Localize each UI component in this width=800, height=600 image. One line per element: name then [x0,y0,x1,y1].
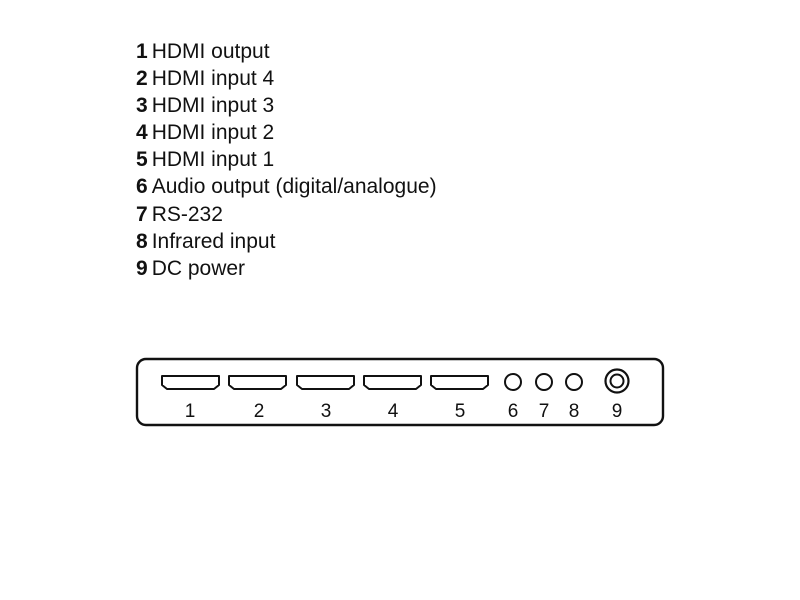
legend-number: 9 [136,256,148,280]
legend-number: 6 [136,175,148,199]
legend-label: HDMI input 3 [151,94,275,118]
port-number-label: 7 [539,401,550,422]
legend-number: 5 [136,148,148,172]
port-number-label: 5 [455,401,466,422]
legend-number: 2 [136,67,148,91]
hdmi-port-icon [430,375,489,390]
legend-label: RS-232 [151,202,223,226]
legend-label: Infrared input [151,229,276,253]
dc-power-jack-icon [604,368,630,394]
legend-label: HDMI output [151,40,270,63]
legend-label: Audio output (digital/analogue) [151,175,437,199]
panel-outline [135,357,665,427]
hdmi-port-icon [296,375,355,390]
port-number-label: 9 [612,401,623,422]
legend-label: HDMI input 1 [151,148,275,172]
port-number-label: 3 [321,401,332,422]
legend-number: 3 [136,94,148,118]
legend-label: HDMI input 2 [151,121,275,145]
hdmi-port-icon [161,375,220,390]
legend-number: 1 [136,40,148,63]
hdmi-port-icon [228,375,287,390]
rs232-jack-icon [535,373,553,391]
port-number-label: 8 [569,401,580,422]
legend-number: 4 [136,121,148,145]
legend-label: HDMI input 4 [151,67,275,91]
legend-label: DC power [151,256,246,280]
audio-jack-icon [504,373,522,391]
port-number-label: 2 [254,401,265,422]
hdmi-port-icon [363,375,422,390]
port-number-label: 1 [185,401,196,422]
port-number-label: 6 [508,401,519,422]
legend-number: 7 [136,202,148,226]
infrared-jack-icon [565,373,583,391]
legend-number: 8 [136,229,148,253]
port-number-label: 4 [388,401,399,422]
dc-power-jack-inner-icon [609,373,625,389]
